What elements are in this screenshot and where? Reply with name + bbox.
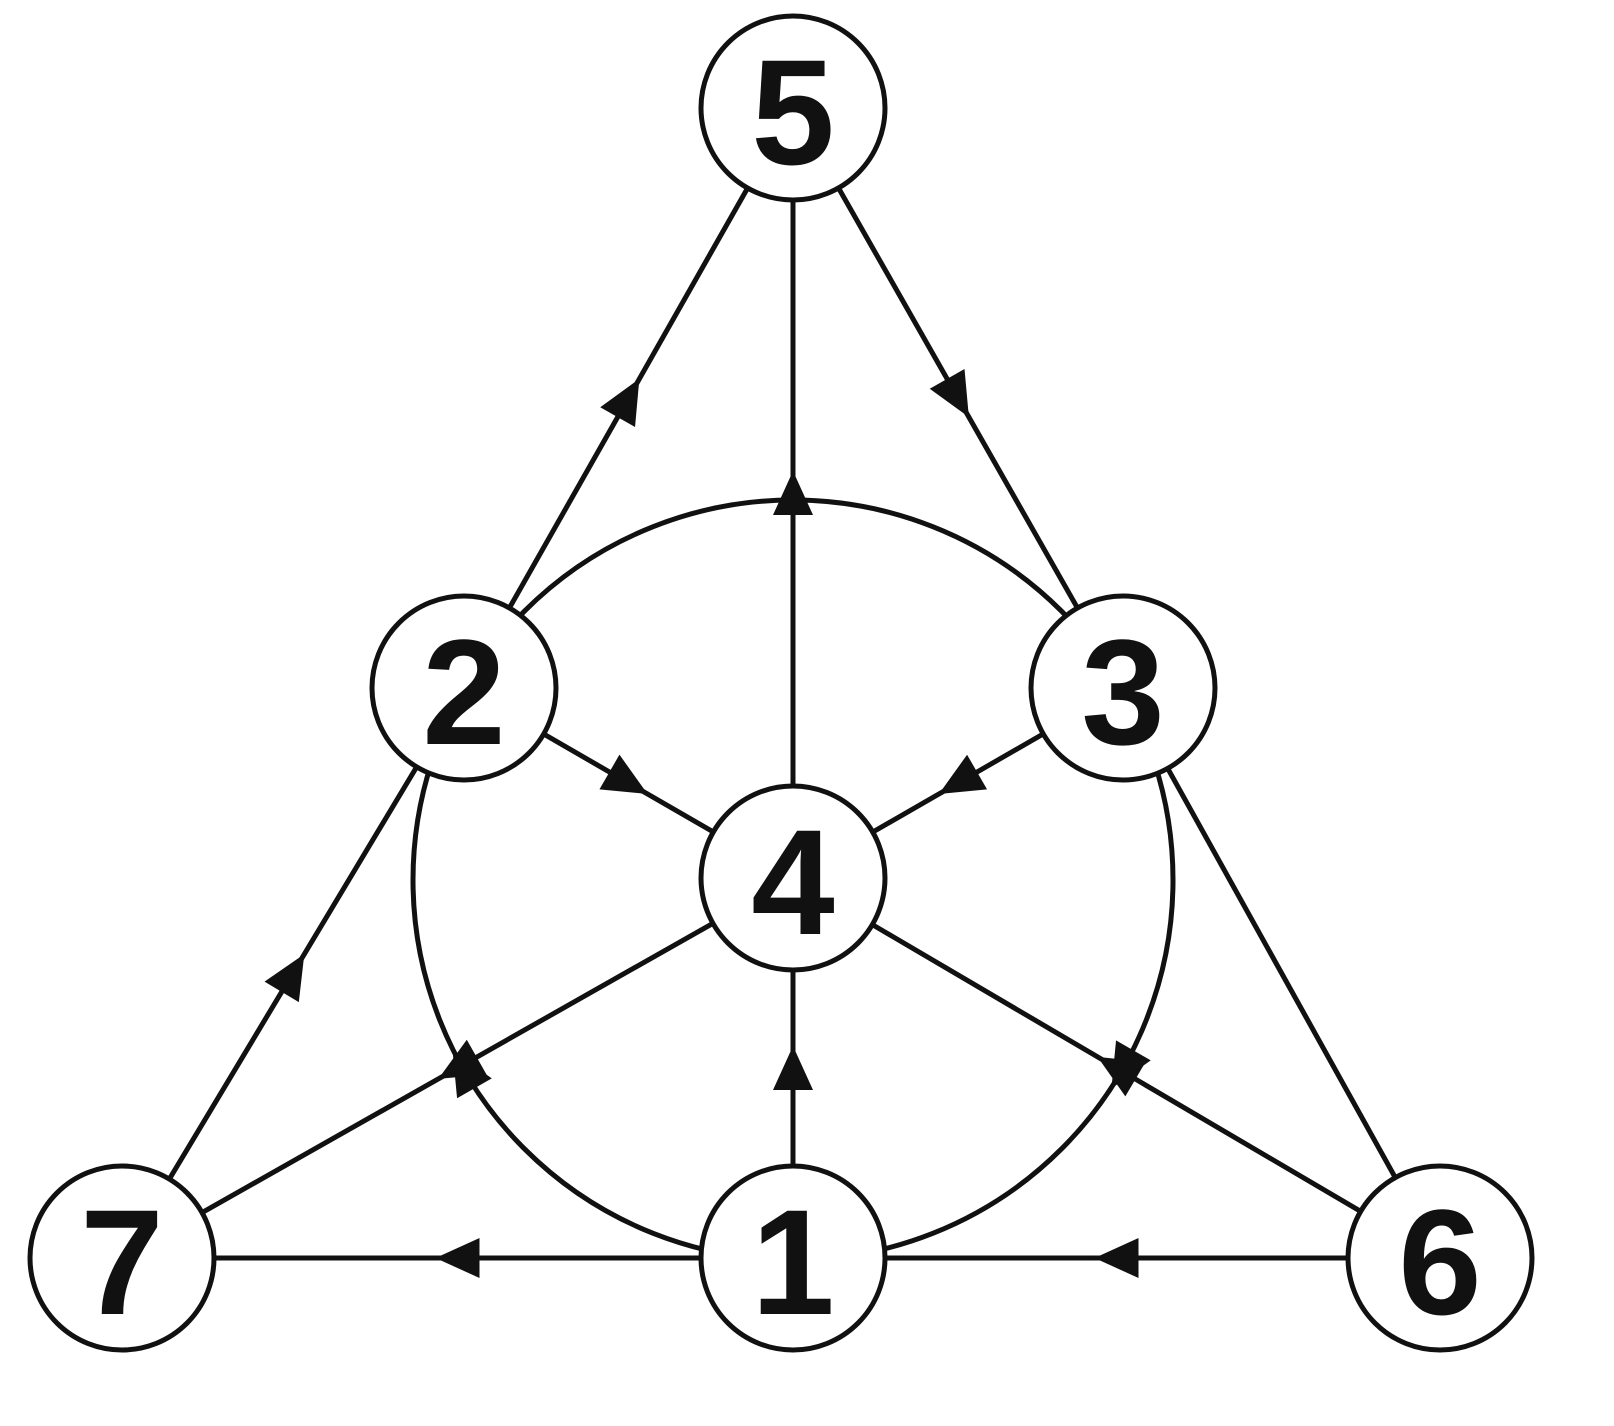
arrow-4-5 xyxy=(773,471,813,515)
node-6-circle xyxy=(1345,1163,1535,1353)
edge-3-6 xyxy=(1120,686,1443,1260)
node-4-label: 4 xyxy=(751,798,834,966)
node-5-label: 5 xyxy=(751,28,834,196)
arrow-2-4 xyxy=(599,754,648,795)
nodes-layer: 1 2 3 4 5 6 7 xyxy=(27,13,1535,1353)
node-7: 7 xyxy=(27,1163,217,1353)
arrow-6-1 xyxy=(1094,1238,1139,1278)
node-3: 3 xyxy=(1028,593,1218,783)
arrow-arc-1-2 xyxy=(452,1050,492,1099)
arrow-7-2 xyxy=(264,954,305,1003)
arrow-1-4 xyxy=(773,1046,813,1090)
node-2-label: 2 xyxy=(422,608,505,776)
arrow-3-4 xyxy=(938,754,988,794)
node-3-circle xyxy=(1028,593,1218,783)
arrow-5-3 xyxy=(929,368,969,418)
node-2: 2 xyxy=(369,593,559,783)
node-7-label: 7 xyxy=(80,1178,163,1346)
node-2-circle xyxy=(369,593,559,783)
node-6-label: 6 xyxy=(1398,1178,1481,1346)
node-1-label: 1 xyxy=(751,1178,834,1346)
node-6: 6 xyxy=(1345,1163,1535,1353)
arrow-1-7 xyxy=(435,1238,480,1278)
node-7-circle xyxy=(27,1163,217,1353)
node-1: 1 xyxy=(698,1163,888,1353)
arrows-layer xyxy=(264,368,1151,1278)
node-4-circle xyxy=(698,783,888,973)
node-3-label: 3 xyxy=(1081,608,1164,776)
node-4: 4 xyxy=(698,783,888,973)
node-5: 5 xyxy=(698,13,888,203)
node-1-circle xyxy=(698,1163,888,1353)
arrow-arc-3-1 xyxy=(1111,1040,1151,1089)
arrow-2-5 xyxy=(600,378,640,428)
node-5-circle xyxy=(698,13,888,203)
